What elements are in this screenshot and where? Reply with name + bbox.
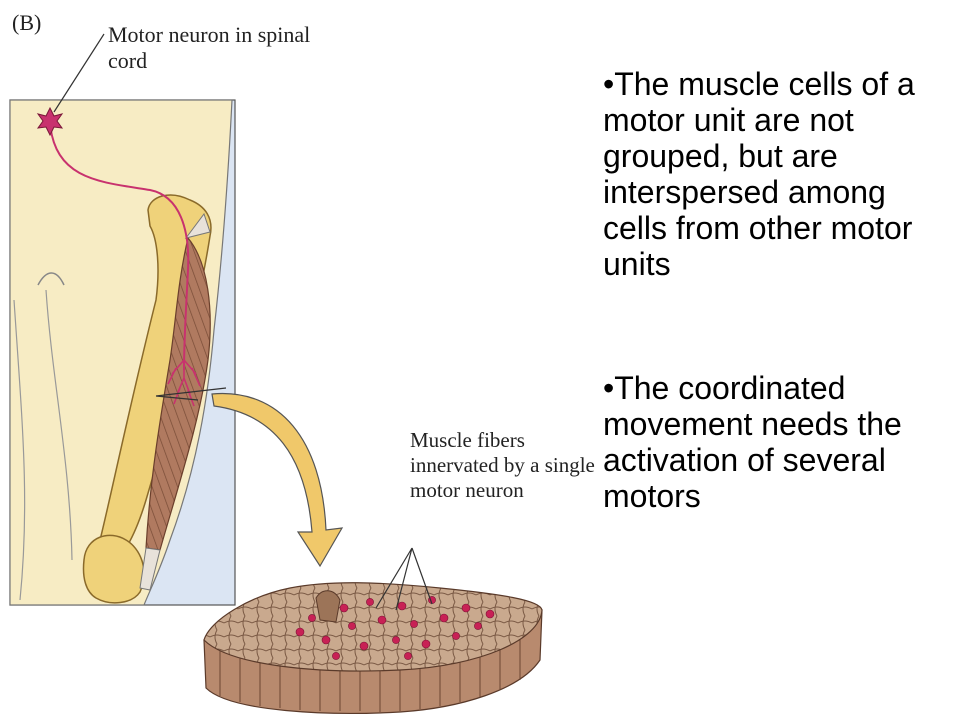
curved-arrow xyxy=(211,392,344,568)
panel-label: (B) xyxy=(12,10,42,35)
muscle-fibers-pointer xyxy=(375,547,433,611)
knee-bone xyxy=(82,534,145,604)
cross-section-top xyxy=(203,582,543,672)
motor-neuron-cell-body xyxy=(36,106,64,137)
motor-neuron-pointer xyxy=(53,33,105,113)
bullet-point-1: •The muscle cells of a motor unit are no… xyxy=(603,66,915,282)
section-marker xyxy=(155,387,227,401)
nerve-terminal-branches xyxy=(167,359,201,407)
cross-section-notch xyxy=(315,590,341,623)
innervated-fibers xyxy=(295,596,495,660)
motor-neuron-label: Motor neuron in spinal cord xyxy=(108,22,311,73)
leg-contour xyxy=(13,289,73,601)
bullet-point-2: •The coordinated movement needs the acti… xyxy=(603,370,902,514)
muscle-tendon-top xyxy=(184,212,211,239)
crotch-line xyxy=(37,272,65,286)
cross-section-side-striations xyxy=(219,630,521,712)
bullet-list: •The muscle cells of a motor unit are no… xyxy=(603,66,955,514)
muscle-tendon-bottom xyxy=(139,547,161,591)
muscle-fibers-label: Muscle fibers innervated by a single mot… xyxy=(410,428,595,502)
axon xyxy=(49,123,190,371)
